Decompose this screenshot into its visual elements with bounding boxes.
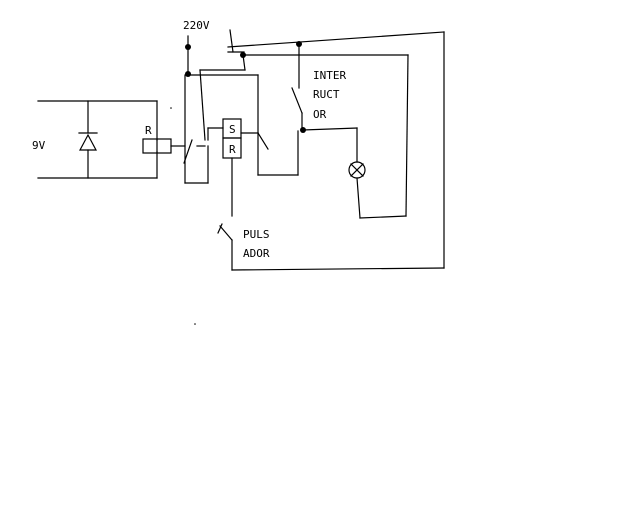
- supply-9v-section: 9V: [32, 100, 158, 179]
- label-relay-coil: R: [145, 124, 152, 137]
- supply-220v-rail: 220V: [183, 19, 445, 141]
- pulsador-button: PULS ADOR: [217, 223, 445, 271]
- diode-icon: [78, 100, 98, 179]
- label-interruptor-3: OR: [313, 108, 327, 121]
- label-interruptor-2: RUCT: [313, 88, 340, 101]
- label-pulsador-2: ADOR: [243, 247, 270, 260]
- label-latch-set: S: [229, 123, 236, 136]
- relay-coil: R: [142, 107, 186, 154]
- relay-contact-switch: [183, 74, 209, 184]
- label-interruptor-1: INTER: [313, 69, 346, 82]
- lamp-icon: [348, 54, 409, 219]
- interruptor-switch: INTER RUCT OR: [291, 41, 358, 133]
- label-220v: 220V: [183, 19, 210, 32]
- label-pulsador-1: PULS: [243, 228, 270, 241]
- label-latch-reset: R: [229, 143, 236, 156]
- sr-latch: S R: [207, 74, 299, 217]
- label-9v: 9V: [32, 139, 46, 152]
